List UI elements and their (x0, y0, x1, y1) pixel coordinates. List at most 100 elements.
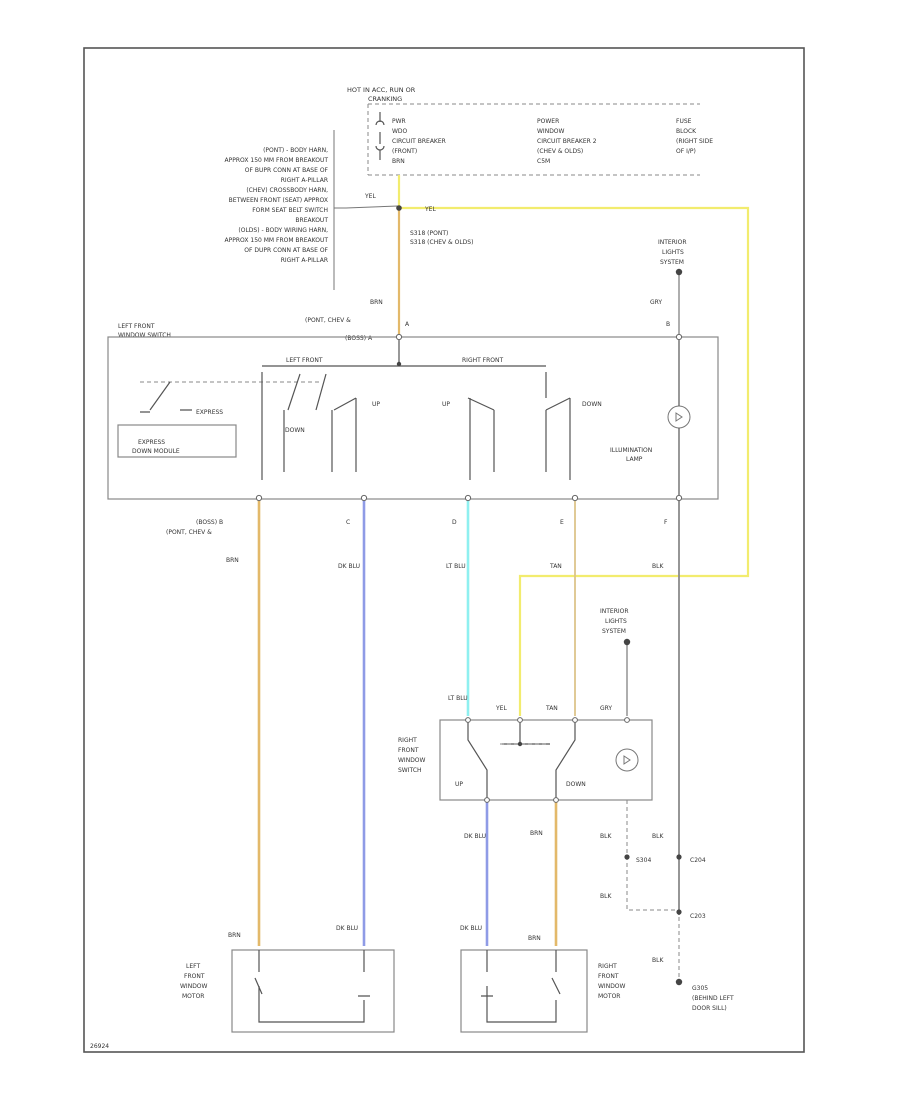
svg-text:SYSTEM: SYSTEM (660, 259, 684, 266)
svg-text:POWER: POWER (537, 118, 559, 125)
svg-text:RIGHT A-PILLAR: RIGHT A-PILLAR (281, 257, 328, 264)
svg-text:FRONT: FRONT (184, 973, 205, 980)
svg-text:DK BLU: DK BLU (464, 833, 486, 840)
svg-text:(FRONT): (FRONT) (392, 148, 417, 155)
svg-text:BLK: BLK (652, 833, 664, 840)
svg-text:MOTOR: MOTOR (598, 993, 620, 1000)
svg-text:S318 (PONT): S318 (PONT) (410, 230, 448, 237)
svg-text:C5M: C5M (537, 158, 550, 165)
svg-text:EXPRESS: EXPRESS (196, 409, 223, 416)
svg-text:INTERIOR: INTERIOR (600, 608, 629, 615)
svg-text:FORM SEAT BELT SWITCH: FORM SEAT BELT SWITCH (252, 207, 328, 214)
svg-text:(OLDS) - BODY WIRING HARN,: (OLDS) - BODY WIRING HARN, (238, 227, 328, 234)
svg-text:UP: UP (442, 401, 450, 408)
svg-text:(BEHIND LEFT: (BEHIND LEFT (692, 995, 734, 1002)
svg-text:E: E (560, 519, 564, 526)
svg-text:(PONT) - BODY HARN,: (PONT) - BODY HARN, (263, 147, 328, 154)
svg-text:(PONT, CHEV &: (PONT, CHEV & (166, 529, 212, 536)
svg-text:D: D (452, 519, 457, 526)
svg-text:DOOR SILL): DOOR SILL) (692, 1005, 727, 1012)
ground-g305-icon (675, 978, 683, 986)
right-front-window-motor: RIGHT FRONT WINDOW MOTOR (460, 949, 626, 1033)
interior-lights-system-top: INTERIOR LIGHTS SYSTEM (658, 239, 687, 266)
svg-text:BLK: BLK (652, 563, 664, 570)
svg-text:YEL: YEL (364, 193, 376, 200)
svg-text:LIGHTS: LIGHTS (662, 249, 684, 256)
svg-text:APPROX 150 MM FROM BREAKOUT: APPROX 150 MM FROM BREAKOUT (225, 237, 329, 244)
svg-text:TAN: TAN (549, 563, 562, 570)
svg-text:CIRCUIT BREAKER 2: CIRCUIT BREAKER 2 (537, 138, 597, 145)
svg-text:F: F (664, 519, 668, 526)
svg-text:BRN: BRN (528, 935, 541, 942)
svg-text:GRY: GRY (600, 705, 612, 712)
svg-text:(PONT, CHEV &: (PONT, CHEV & (305, 317, 351, 324)
svg-text:TAN: TAN (545, 705, 558, 712)
footer-code: 26924 (90, 1043, 109, 1050)
svg-text:INTERIOR: INTERIOR (658, 239, 687, 246)
svg-text:WINDOW: WINDOW (598, 983, 626, 990)
svg-text:C: C (346, 519, 350, 526)
svg-text:FRONT: FRONT (598, 973, 619, 980)
svg-text:BETWEEN FRONT (SEAT) APPROX: BETWEEN FRONT (SEAT) APPROX (229, 197, 328, 204)
svg-text:DOWN MODULE: DOWN MODULE (132, 448, 180, 455)
svg-text:ILLUMINATION: ILLUMINATION (610, 447, 652, 454)
svg-text:C203: C203 (690, 913, 706, 920)
svg-text:RIGHT A-PILLAR: RIGHT A-PILLAR (281, 177, 328, 184)
interior-lights-system-rf: INTERIOR LIGHTS SYSTEM (600, 608, 629, 635)
svg-text:BRN: BRN (530, 830, 543, 837)
svg-text:BRN: BRN (370, 299, 383, 306)
svg-text:BREAKOUT: BREAKOUT (295, 217, 328, 224)
svg-text:YEL: YEL (424, 206, 436, 213)
svg-text:UP: UP (372, 401, 380, 408)
svg-text:S304: S304 (636, 857, 651, 864)
svg-text:(RIGHT SIDE: (RIGHT SIDE (676, 138, 713, 145)
svg-text:DK BLU: DK BLU (338, 563, 360, 570)
fuse-block: HOT IN ACC, RUN OR CRANKING PWR WDO CIRC… (347, 86, 713, 176)
svg-text:OF BUPR CONN AT BASE OF: OF BUPR CONN AT BASE OF (245, 167, 329, 174)
svg-text:DK BLU: DK BLU (336, 925, 358, 932)
svg-text:(BOSS) B: (BOSS) B (196, 519, 223, 526)
svg-text:BLK: BLK (600, 893, 612, 900)
svg-text:LAMP: LAMP (626, 456, 643, 463)
svg-text:FUSE: FUSE (676, 118, 692, 125)
svg-text:G305: G305 (692, 985, 708, 992)
wire-labels: YEL YEL S318 (PONT) S318 (CHEV & OLDS) B… (226, 193, 664, 964)
svg-text:UP: UP (455, 781, 463, 788)
svg-text:(CHEV & OLDS): (CHEV & OLDS) (537, 148, 583, 155)
diagram-frame (83, 47, 805, 1053)
svg-text:C204: C204 (690, 857, 706, 864)
svg-text:DOWN: DOWN (566, 781, 586, 788)
svg-text:RIGHT FRONT: RIGHT FRONT (462, 357, 504, 364)
svg-text:DK BLU: DK BLU (460, 925, 482, 932)
svg-text:RIGHT: RIGHT (598, 963, 617, 970)
svg-text:SYSTEM: SYSTEM (602, 628, 626, 635)
svg-text:DOWN: DOWN (582, 401, 602, 408)
svg-text:MOTOR: MOTOR (182, 993, 204, 1000)
svg-text:WINDOW: WINDOW (180, 983, 208, 990)
svg-text:APPROX 150 MM FROM BREAKOUT: APPROX 150 MM FROM BREAKOUT (225, 157, 329, 164)
svg-text:WINDOW SWITCH: WINDOW SWITCH (118, 332, 171, 339)
svg-text:RIGHT: RIGHT (398, 737, 417, 744)
svg-text:OF I/P): OF I/P) (676, 148, 696, 155)
wire-yel-to-rf-switch (399, 206, 750, 716)
svg-text:WINDOW: WINDOW (398, 757, 426, 764)
svg-text:LEFT FRONT: LEFT FRONT (118, 323, 155, 330)
svg-text:BRN: BRN (392, 158, 405, 165)
left-front-window-motor: LEFT FRONT WINDOW MOTOR (180, 949, 395, 1033)
svg-text:YEL: YEL (495, 705, 507, 712)
fuse-hot-label-2: CRANKING (368, 95, 402, 103)
svg-text:BLK: BLK (600, 833, 612, 840)
svg-text:GRY: GRY (650, 299, 662, 306)
svg-text:CIRCUIT BREAKER: CIRCUIT BREAKER (392, 138, 446, 145)
svg-text:BLK: BLK (652, 957, 664, 964)
svg-text:BRN: BRN (226, 557, 239, 564)
svg-text:WINDOW: WINDOW (537, 128, 565, 135)
svg-text:FRONT: FRONT (398, 747, 419, 754)
svg-text:EXPRESS: EXPRESS (138, 439, 165, 446)
svg-text:SWITCH: SWITCH (398, 767, 422, 774)
ground-path (626, 800, 680, 982)
right-front-window-switch: RIGHT FRONT WINDOW SWITCH UP DOWN (398, 717, 653, 803)
svg-text:BRN: BRN (228, 932, 241, 939)
splice-location-note: (PONT) - BODY HARN, APPROX 150 MM FROM B… (225, 130, 399, 290)
